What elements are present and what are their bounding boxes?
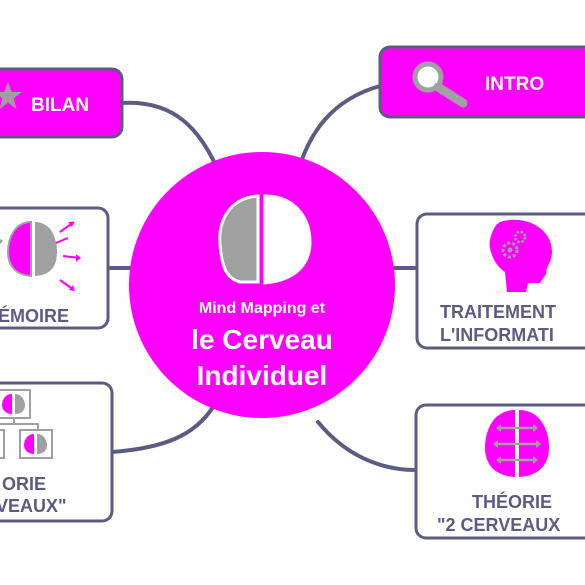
theorie-right-line2: "2 CERVEAUX [437,515,560,535]
center-node[interactable]: Mind Mapping et le Cerveau Individuel [129,152,395,418]
node-theorie-left[interactable]: ORIE VEAUX" [0,381,114,523]
connector-theorie-right [316,420,418,472]
brain-half-icon [218,194,312,285]
center-circle [129,152,395,418]
memoire-label: ÉMOIRE [0,305,69,326]
traitement-line2: L'INFORMATI [440,325,554,345]
theorie-left-line1: ORIE [2,474,46,494]
connector-intro [298,84,382,167]
node-bilan[interactable]: BILAN [0,67,124,139]
node-theorie-right[interactable]: THÉORIE "2 CERVEAUX [414,403,585,540]
theorie-right-line1: THÉORIE [472,491,552,512]
traitement-line1: TRAITEMENT [440,302,556,322]
center-title-line3: Individuel [197,360,328,391]
node-intro[interactable]: INTRO [378,45,585,119]
bilan-label: BILAN [31,95,89,116]
brain-arrows-icon [485,410,549,477]
head-gears-icon [489,219,552,292]
star-icon [0,82,22,109]
connectors [106,84,585,472]
node-traitement[interactable]: TRAITEMENT L'INFORMATI [415,212,585,350]
connector-bilan [120,100,220,172]
connector-theorie-left [110,405,215,454]
brain-arrows-icon [0,220,81,291]
theorie-left-line2: VEAUX" [0,496,67,516]
center-title-line2: le Cerveau [191,324,333,355]
intro-label: INTRO [485,74,544,95]
node-memoire[interactable]: ÉMOIRE [0,206,110,330]
brain-tree-icon [0,389,53,459]
center-title-line1: Mind Mapping et [199,300,326,317]
magnifier-icon [412,61,468,108]
